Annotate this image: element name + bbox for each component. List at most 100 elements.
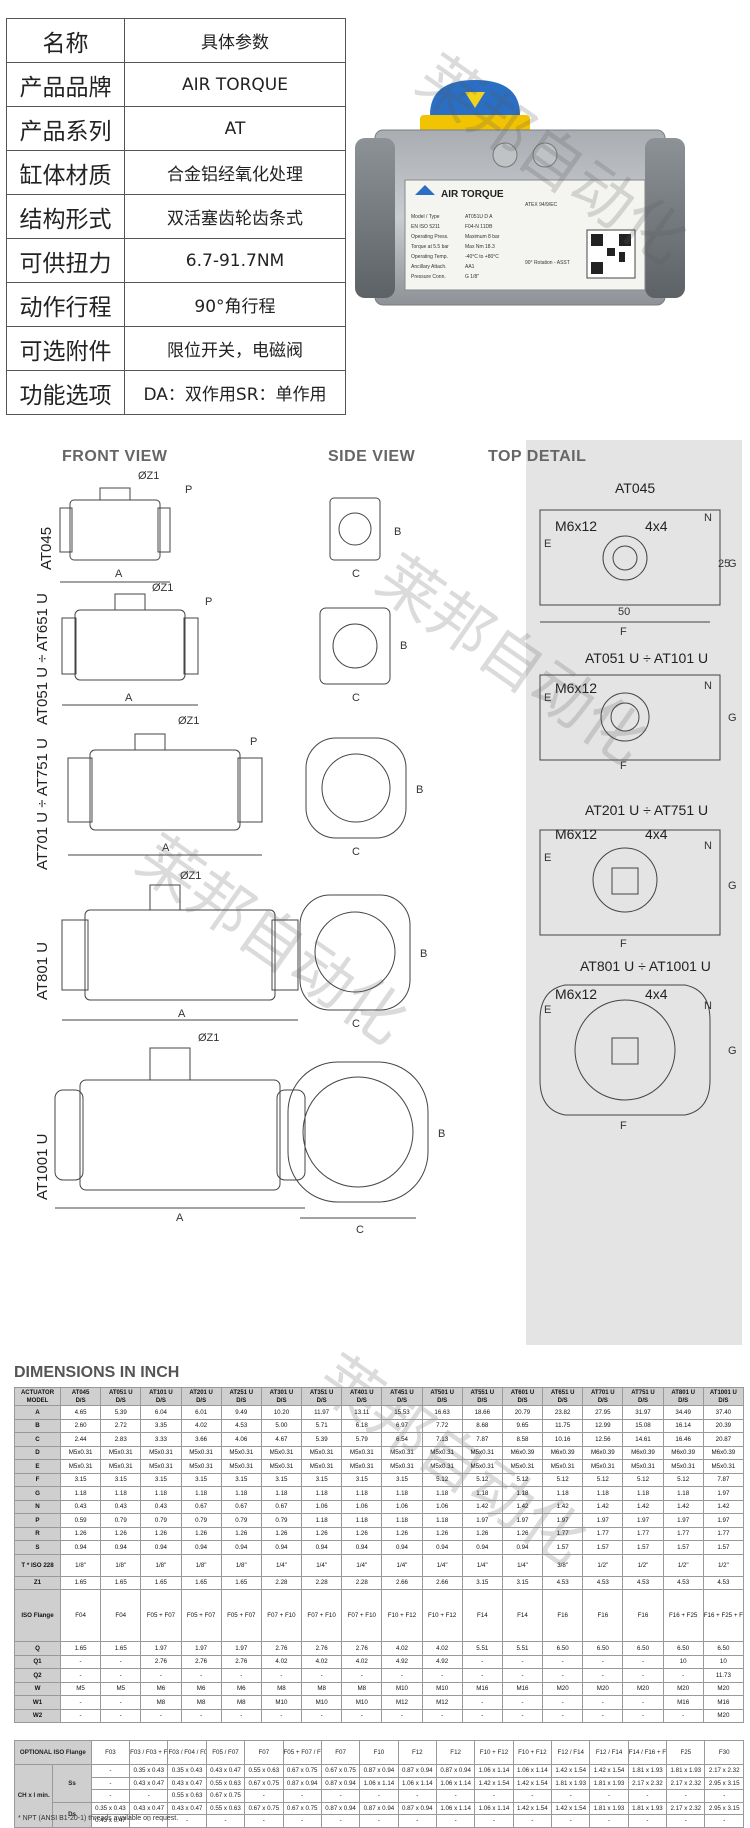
table-cell: 16.63 [421,1405,463,1420]
model-name: AT045 [71,1389,90,1396]
table-cell: 1.42 [542,1499,584,1514]
spec-key: 缸体材质 [6,150,125,195]
qr-code-icon [586,229,636,279]
table-cell: 2.28 [260,1575,303,1590]
front-view-at051 [61,593,199,706]
model-label-at051: AT051 U ÷ AT651 U [34,593,51,725]
table-cell: 1/8" [220,1553,262,1577]
table-cell: - [341,1708,383,1723]
table-cell: M5x0.31 [220,1445,262,1460]
table-cell: 1.81 x 1.93 [666,1764,706,1778]
table-cell: 0.87 x 0.94 [359,1801,399,1815]
table-cell: M5x0.31 [140,1445,182,1460]
table-cell: 20.87 [702,1432,745,1447]
table-cell: 1.97 [662,1513,704,1528]
table-cell: 3.15 [501,1575,544,1590]
model-name: AT751 U [631,1389,655,1396]
dim-e-2: E [544,692,552,704]
table-cell: - [129,1789,169,1803]
table-cell: - [90,1776,131,1790]
table-cell: 15.08 [622,1418,664,1433]
table-cell: 1.18 [381,1486,423,1501]
spec-row: 结构形式双活塞齿轮齿条式 [6,194,346,239]
table-cell: 1.06 x 1.14 [435,1801,476,1815]
table-cell: 5.12 [662,1472,704,1487]
row-label: Q [14,1641,61,1656]
table-cell: - [461,1695,503,1710]
table-cell: 3.15 [301,1472,343,1487]
dim-z1-5: ØZ1 [198,1032,220,1044]
table-cell: 0.43 [59,1499,102,1514]
table-cell: 0.87 x 0.94 [397,1764,437,1778]
table-cell: M8 [341,1681,383,1696]
model-sub: D/S [75,1397,86,1404]
table-cell: 1.06 [301,1499,343,1514]
table-cell: 1.18 [501,1486,544,1501]
table-cell: - [542,1695,584,1710]
table-cell: 1.81 x 1.93 [627,1764,668,1778]
table-cell: 8.58 [501,1432,544,1447]
model-name: AT551 U [470,1389,495,1396]
table-cell: 13.11 [341,1405,383,1420]
table-cell: 0.87 x 0.94 [397,1801,437,1815]
table-cell: 1.18 [582,1486,624,1501]
table-cell: 1.06 x 1.14 [397,1776,437,1790]
table-cell: M20 [542,1681,584,1696]
table-cell: 0.79 [140,1513,182,1528]
table-cell: 0.35 x 0.43 [129,1764,169,1778]
spec-value: DA：双作用SR：单作用 [124,370,346,415]
table-cell: 5.12 [501,1472,544,1487]
table-cell: 1.97 [180,1641,222,1656]
table-cell: - [551,1789,591,1803]
table-cell: M5x0.31 [421,1445,463,1460]
table-cell: 12.56 [582,1432,624,1447]
row-label: R [14,1526,61,1541]
table-cell: F12 [435,1740,476,1765]
table-cell: 1.18 [301,1486,343,1501]
table-cell: M10 [421,1681,463,1696]
dim-n-1: N [704,512,712,524]
table-cell: M5x0.31 [140,1459,182,1474]
table-cell: 1.26 [220,1526,262,1541]
dim-e-1: E [544,538,552,550]
table-cell: F03 / F03 + F05 / F05 [129,1740,169,1765]
table-cell: - [341,1668,383,1683]
row-label: ISO Flange [14,1589,61,1642]
dim-25: 25 [718,558,731,570]
table-cell: 2.44 [59,1432,102,1447]
table-cell: F04 [59,1589,102,1642]
spec-key: 产品系列 [6,106,125,151]
front-view-at701 [67,733,263,856]
table-cell: - [129,1814,169,1828]
dim-e-4: E [544,1004,552,1016]
table-cell: M5x0.31 [180,1445,222,1460]
table-cell: F05 + F07 [140,1589,182,1642]
table-cell: 1.97 [622,1513,664,1528]
table-cell: 1.26 [59,1526,102,1541]
model-sub: D/S [356,1397,367,1404]
table-cell: 1.42 [622,1499,664,1514]
table-cell: 10.16 [542,1432,584,1447]
table-cell: 1.42 [461,1499,503,1514]
table-cell: M5x0.31 [260,1445,303,1460]
table-cell: 2.66 [421,1575,463,1590]
table-cell: - [90,1764,131,1778]
nameplate-value: AT051U D A [465,214,493,220]
table-cell: 6.50 [582,1641,624,1656]
table-cell: 5.51 [501,1641,544,1656]
table-cell: 0.43 [140,1499,182,1514]
right-endcap [645,138,685,298]
table-cell: F10 + F12 [474,1740,514,1765]
model-sub: D/S [718,1397,729,1404]
table-cell: 0.55 x 0.63 [167,1789,207,1803]
table-cell: - [622,1668,664,1683]
table-cell: F03 [90,1740,131,1765]
